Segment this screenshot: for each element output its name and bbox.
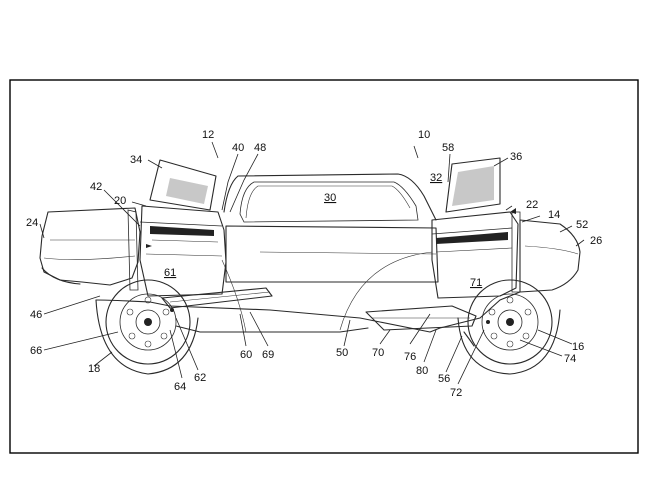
- label-20: 20: [114, 195, 126, 207]
- label-14: 14: [548, 209, 560, 221]
- label-61: 61: [164, 267, 176, 279]
- rear-wheel: [95, 279, 199, 375]
- vehicle-drawing: [39, 157, 581, 375]
- label-24: 24: [26, 217, 38, 229]
- front-body: [519, 219, 581, 293]
- figure-frame: [9, 79, 639, 454]
- window-30: [239, 181, 419, 223]
- label-69: 69: [262, 349, 274, 361]
- label-70: 70: [372, 347, 384, 359]
- front-wheel: [457, 279, 561, 375]
- label-76: 76: [404, 351, 416, 363]
- label-60: 60: [240, 349, 252, 361]
- label-36: 36: [510, 151, 522, 163]
- label-40: 40: [232, 142, 244, 154]
- label-66: 66: [30, 345, 42, 357]
- reference-labels: 12 10 34 40 48 58 36 30 32 42 20 22 14 2…: [26, 129, 602, 399]
- label-74: 74: [564, 353, 576, 365]
- front-door: [431, 211, 519, 299]
- label-10: 10: [418, 129, 430, 141]
- label-42: 42: [90, 181, 102, 193]
- label-62: 62: [194, 372, 206, 384]
- cabin: [223, 173, 437, 221]
- label-58: 58: [442, 142, 454, 154]
- label-71: 71: [470, 277, 482, 289]
- label-22: 22: [526, 199, 538, 211]
- rear-door: [139, 205, 227, 297]
- label-32: 32: [430, 172, 442, 184]
- front-step: [365, 305, 477, 331]
- label-26: 26: [590, 235, 602, 247]
- label-48: 48: [254, 142, 266, 154]
- label-50: 50: [336, 347, 348, 359]
- lower-body: [95, 291, 521, 333]
- label-56: 56: [438, 373, 450, 385]
- label-12: 12: [202, 129, 214, 141]
- label-64: 64: [174, 381, 186, 393]
- label-16: 16: [572, 341, 584, 353]
- front-door-glass: [445, 157, 501, 213]
- label-30: 30: [324, 192, 336, 204]
- label-72: 72: [450, 387, 462, 399]
- leader-lines: [39, 141, 585, 385]
- rear-step: [161, 287, 273, 309]
- label-46: 46: [30, 309, 42, 321]
- rear-body: [39, 207, 141, 286]
- label-18: 18: [88, 363, 100, 375]
- label-80: 80: [416, 365, 428, 377]
- label-34: 34: [130, 154, 142, 166]
- rear-door-glass: [149, 159, 217, 211]
- label-52: 52: [576, 219, 588, 231]
